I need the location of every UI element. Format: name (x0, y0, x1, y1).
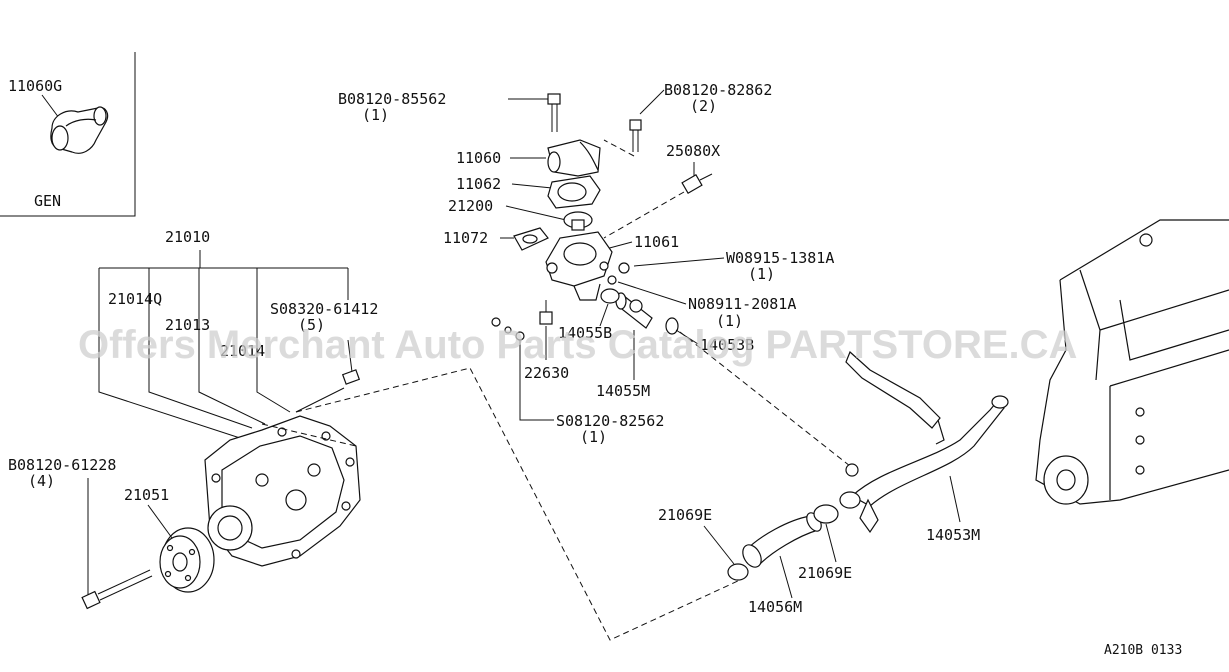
engine-block-sketch (1035, 219, 1229, 505)
label-21014q[interactable]: 21014Q (108, 290, 162, 308)
label-11072[interactable]: 11072 (443, 229, 488, 247)
label-11060g[interactable]: 11060G (8, 77, 62, 95)
pipe-hose-group: 14053M 21069E 21069E 14056M (658, 350, 1009, 616)
label-25080x[interactable]: 25080X (666, 142, 720, 160)
clamp-21069e-b-drawing (813, 504, 839, 524)
clamp-14055b-drawing (600, 288, 620, 304)
label-14053m[interactable]: 14053M (926, 526, 980, 544)
label-b08120-61228[interactable]: B08120-61228 (8, 456, 116, 474)
label-b08120-85562-qty: (1) (362, 106, 389, 124)
plug-22630-drawing (491, 300, 553, 341)
label-n08911-qty: (1) (716, 312, 743, 330)
label-11060[interactable]: 11060 (456, 149, 501, 167)
label-14053b[interactable]: 14053B (700, 336, 754, 354)
label-11062[interactable]: 11062 (456, 175, 501, 193)
label-14056m[interactable]: 14056M (748, 598, 802, 616)
diagram-code: A210B 0133 (1104, 643, 1182, 658)
inset-gen: 11060G GEN (0, 52, 136, 217)
label-14055b[interactable]: 14055B (558, 324, 612, 342)
bolt-b08120-61228 (81, 569, 153, 610)
bolt-s08320 (295, 369, 361, 413)
bolt-b08120-85562 (547, 93, 561, 132)
water-outlet-11060-drawing (547, 139, 601, 177)
thermostat-21200-drawing (563, 211, 593, 231)
label-21051[interactable]: 21051 (124, 486, 169, 504)
label-21069e-a[interactable]: 21069E (658, 506, 712, 524)
label-21010[interactable]: 21010 (165, 228, 210, 246)
label-b08120-82862[interactable]: B08120-82862 (664, 81, 772, 99)
inset-outlet-part-drawing (50, 106, 109, 154)
thermostat-housing-11061-drawing (545, 231, 613, 301)
label-s08120-82562[interactable]: S08120-82562 (556, 412, 664, 430)
sensor-25080x-drawing (603, 173, 713, 239)
label-w08915-1381a[interactable]: W08915-1381A (726, 249, 834, 267)
bolt-b08120-82862 (603, 119, 642, 157)
label-s08120-82562-qty: (1) (580, 428, 607, 446)
water-pump-group: 21010 21014Q 21013 21014 S08320-61412 (5… (8, 228, 741, 641)
gasket-11062-drawing (547, 175, 601, 209)
clamp-14053b-drawing (665, 317, 679, 335)
water-pipe-14053m-drawing (839, 350, 1009, 534)
label-b08120-82862-qty: (2) (690, 97, 717, 115)
label-14055m[interactable]: 14055M (596, 382, 650, 400)
label-b08120-61228-qty: (4) (28, 472, 55, 490)
pulley-21051-drawing (159, 527, 215, 593)
label-21013[interactable]: 21013 (165, 316, 210, 334)
washer-w08915 (618, 262, 630, 274)
label-n08911-2081a[interactable]: N08911-2081A (688, 295, 796, 313)
watermark: Offers Merchant Auto Parts Catalog PARTS… (78, 323, 1077, 367)
label-21069e-b[interactable]: 21069E (798, 564, 852, 582)
label-s08320-61412[interactable]: S08320-61412 (270, 300, 378, 318)
inset-caption: GEN (34, 192, 61, 210)
gasket-11072-drawing (513, 227, 549, 251)
thermostat-group: B08120-85562 (1) B08120-82862 (2) 11060 … (338, 81, 851, 467)
label-w08915-qty: (1) (748, 265, 775, 283)
label-22630[interactable]: 22630 (524, 364, 569, 382)
water-pump-housing-drawing (204, 415, 361, 567)
label-b08120-85562[interactable]: B08120-85562 (338, 90, 446, 108)
label-11061[interactable]: 11061 (634, 233, 679, 251)
nut-n08911 (607, 275, 617, 285)
clamp-21069e-a-drawing (727, 563, 749, 581)
label-21200[interactable]: 21200 (448, 197, 493, 215)
leader-dashed-pump-hose (295, 367, 741, 641)
label-s08320-qty: (5) (298, 316, 325, 334)
label-21014[interactable]: 21014 (220, 342, 265, 360)
